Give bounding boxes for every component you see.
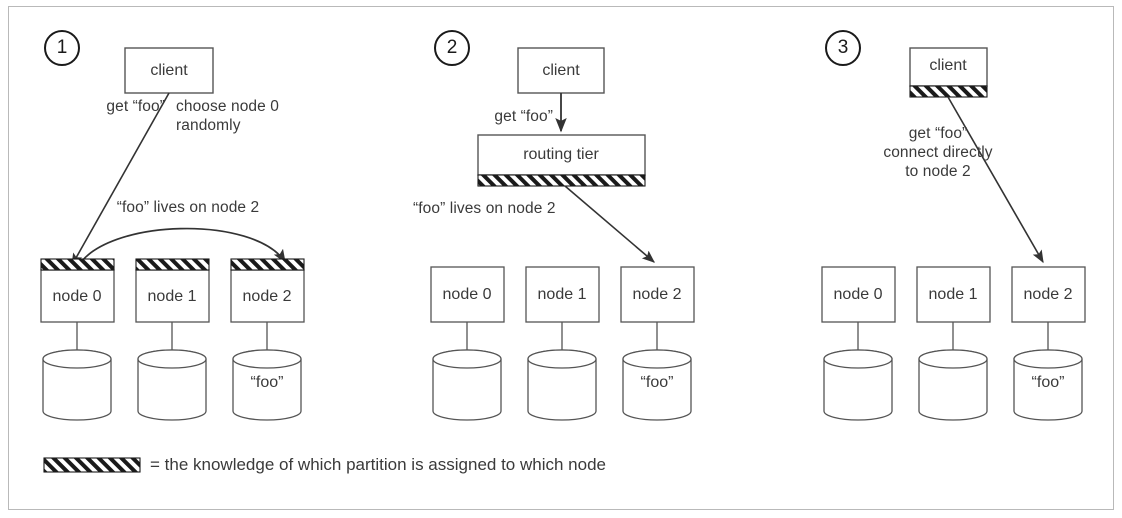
panel-3-node-2 — [1011, 266, 1086, 421]
panel-1-client-label: client — [150, 62, 188, 79]
panel-1-node-1 — [135, 258, 210, 421]
panel-2-db-2-label: “foo” — [640, 374, 674, 391]
panel-3-connect-directly-label: connect directly — [883, 144, 993, 161]
panel-1-node-0-hatch — [40, 258, 115, 271]
panel-3-node-2-label: node 2 — [1023, 286, 1073, 303]
panel-2-node-0-label: node 0 — [442, 286, 492, 303]
panel-3-node-0 — [821, 266, 896, 421]
panel-3-to-node-2-label: to node 2 — [905, 163, 971, 180]
panel-1-choose-node-label: choose node 0 — [176, 98, 279, 115]
panel-2-get-foo-label: get “foo” — [494, 108, 553, 125]
panel-3-db-2-label: “foo” — [1031, 374, 1065, 391]
panel-1-client-box — [124, 47, 214, 94]
panel-2-routing-tier-hatch — [477, 174, 646, 187]
panel-2-node-2-label: node 2 — [632, 286, 682, 303]
panel-2-client-box — [517, 47, 605, 94]
panel-3-client-hatch — [909, 85, 988, 98]
panel-3-client-box — [909, 47, 988, 98]
panel-1-node-2-label: node 2 — [242, 288, 292, 305]
panel-3-client-to-node2-arrow — [947, 96, 1044, 264]
panel-2-routing-tier-label: routing tier — [523, 146, 599, 163]
legend-description: = the knowledge of which partition is as… — [150, 455, 606, 474]
panel-2-node-2 — [620, 266, 695, 421]
panel-1-get-foo-label: get “foo” — [106, 98, 165, 115]
panel-3-node-0-label: node 0 — [833, 286, 883, 303]
panel-2-node-1-label: node 1 — [537, 286, 587, 303]
panel-3-get-foo-label: get “foo” — [908, 125, 968, 142]
panel-2-routing-to-node2-arrow — [564, 185, 655, 263]
panel-1-db-2-label: “foo” — [250, 374, 284, 391]
panel-2-node-1 — [525, 266, 600, 421]
panel-1-node-0-label: node 0 — [52, 288, 102, 305]
panel-3-node-1 — [916, 266, 991, 421]
panel-1-node0-to-node2-arrow — [76, 227, 286, 269]
panel-2-foo-lives-label: “foo” lives on node 2 — [413, 200, 556, 217]
panel-2-routing-tier-box — [477, 134, 646, 187]
panel-2-client-label: client — [542, 62, 580, 79]
panel-2-node-0 — [430, 266, 505, 421]
panel-3-node-1-label: node 1 — [928, 286, 978, 303]
hatch-swatch — [43, 457, 141, 473]
panel-1-node-1-hatch — [135, 258, 210, 271]
panel-1-node-0 — [40, 258, 115, 421]
panel-3-client-label: client — [929, 57, 967, 74]
panel-1-node-1-label: node 1 — [147, 288, 197, 305]
panel-2-step-number: 2 — [434, 30, 470, 66]
panel-3-step-number: 3 — [825, 30, 861, 66]
panel-1-node-2 — [230, 258, 305, 421]
panel-1-step-number: 1 — [44, 30, 80, 66]
panel-1-foo-lives-label: “foo” lives on node 2 — [116, 199, 260, 216]
panel-1-node-2-hatch — [230, 258, 305, 271]
panel-1-randomly-label: randomly — [176, 117, 241, 134]
panel-1-client-to-node0-arrow — [71, 92, 170, 267]
